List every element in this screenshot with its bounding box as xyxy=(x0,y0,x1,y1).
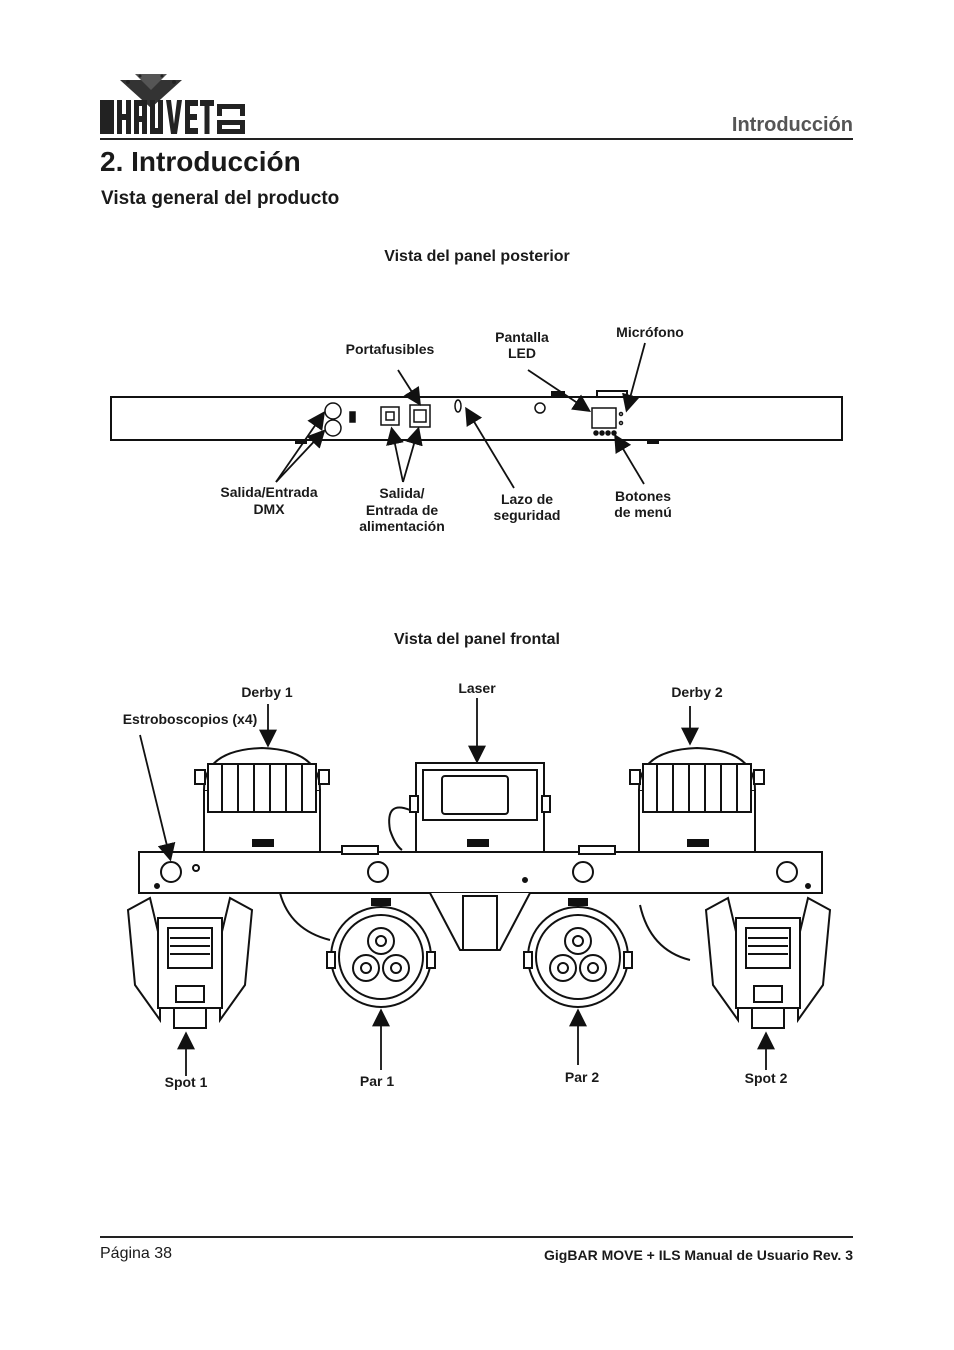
page-title: 2. Introducción xyxy=(100,146,301,177)
label-safety-loop-1: Lazo de xyxy=(500,491,554,507)
label-derby-1: Derby 1 xyxy=(241,684,293,700)
label-menu-buttons-2: de menú xyxy=(614,504,672,520)
label-laser: Laser xyxy=(458,680,496,696)
label-led-display-1: Pantalla xyxy=(495,329,549,345)
front-panel-caption: Vista del panel frontal xyxy=(394,631,560,648)
label-strobes: Estroboscopios (x4) xyxy=(122,711,258,727)
header-rule xyxy=(100,138,853,140)
label-led-display-2: LED xyxy=(508,345,536,361)
label-power-2: Entrada de xyxy=(365,502,439,518)
label-safety-loop-2: seguridad xyxy=(493,507,561,523)
label-menu-buttons-1: Botones xyxy=(615,488,671,504)
rear-panel-caption: Vista del panel posterior xyxy=(384,248,570,265)
section-subtitle: Vista general del producto xyxy=(101,188,340,209)
label-derby-2: Derby 2 xyxy=(671,684,723,700)
section-tag: Introducción xyxy=(731,114,853,136)
footer-rule xyxy=(100,1236,853,1238)
label-microphone: Micrófono xyxy=(616,324,684,340)
label-par-2: Par 2 xyxy=(564,1069,600,1085)
label-spot-1: Spot 1 xyxy=(164,1074,208,1090)
label-spot-2: Spot 2 xyxy=(744,1070,788,1086)
label-fuse-holder: Portafusibles xyxy=(345,341,435,357)
label-power-3: alimentación xyxy=(359,518,445,534)
label-dmx-2: DMX xyxy=(253,501,285,517)
page-number: Página 38 xyxy=(100,1245,173,1262)
label-dmx-1: Salida/Entrada xyxy=(220,484,318,500)
label-par-1: Par 1 xyxy=(359,1073,395,1089)
manual-title: GigBAR MOVE + ILS Manual de Usuario Rev.… xyxy=(544,1247,853,1263)
label-power-1: Salida/ xyxy=(379,485,425,501)
